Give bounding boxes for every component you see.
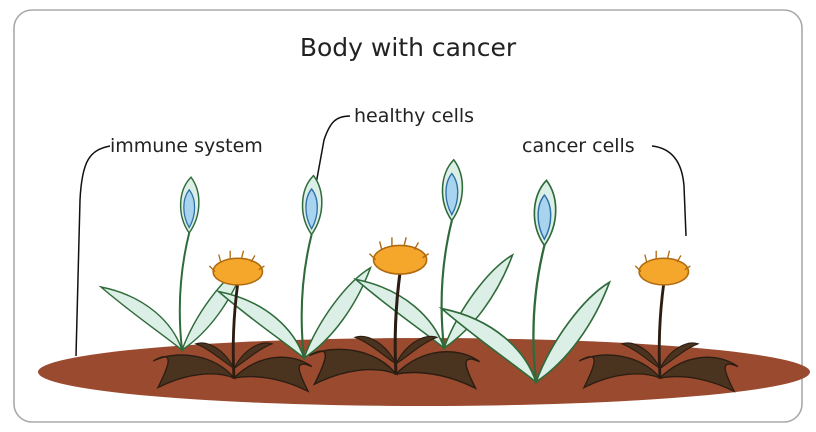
diagram-title: Body with cancer xyxy=(300,33,517,62)
label-cancer-cells: cancer cells xyxy=(522,135,635,157)
label-healthy-cells: healthy cells xyxy=(354,105,474,127)
label-immune-system: immune system xyxy=(110,135,263,157)
